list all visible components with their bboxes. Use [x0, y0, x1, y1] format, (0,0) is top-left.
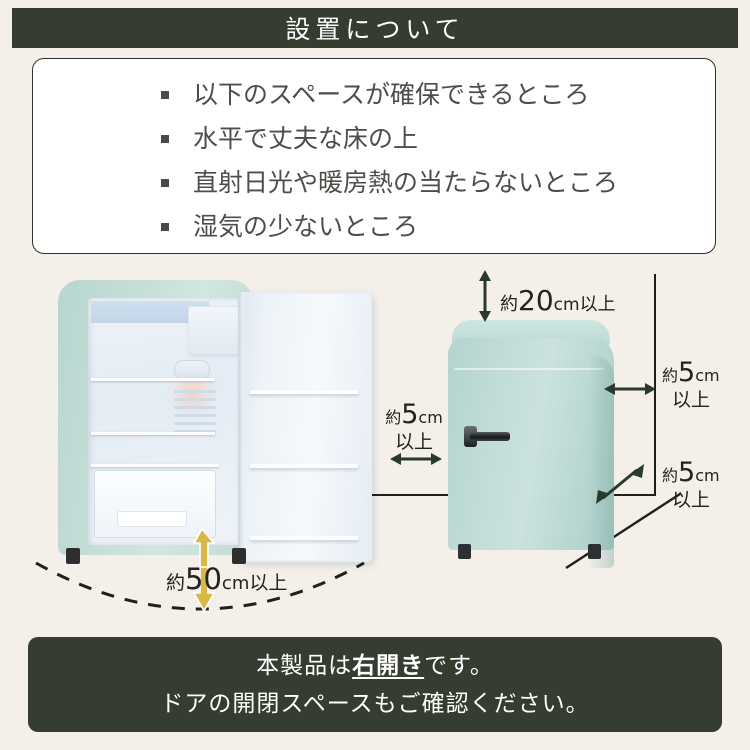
requirement-text: 直射日光や暖房熱の当たらないところ: [193, 168, 619, 197]
left-clearance-value: 5: [401, 399, 419, 430]
top-clearance-unit: cm: [553, 295, 580, 315]
refrigerator-closed-illustration: [448, 320, 614, 568]
left-clearance-unit: cm: [418, 408, 443, 427]
top-clearance-arrow-icon: [479, 270, 491, 322]
square-bullet-icon: [161, 179, 169, 187]
front-clearance-label: 約50cm以上: [166, 562, 287, 596]
square-bullet-icon: [161, 223, 169, 231]
left-clearance-suffix: 以上: [394, 431, 433, 453]
page-title: 設置について: [285, 15, 465, 44]
freezer-door-flap: [188, 306, 240, 354]
rear-clearance-value: 5: [678, 457, 696, 488]
footer-highlight-right-opening: 右開き: [352, 652, 425, 679]
fridge-body: [448, 338, 614, 568]
rear-clearance-unit: cm: [695, 466, 720, 485]
fridge-foot: [458, 544, 471, 559]
rear-clearance-label: 約5cm 以上: [662, 457, 742, 513]
clearance-diagram: 約20cm以上 約5cm 以上 約5cm 以上: [372, 262, 744, 622]
freezer-compartment: [91, 301, 209, 324]
left-clearance-label: 約5cm 以上: [374, 399, 454, 455]
right-clearance-suffix: 以上: [671, 389, 710, 411]
right-clearance-arrow-icon: [604, 383, 656, 395]
list-item: 水平で丈夫な床の上: [161, 119, 618, 163]
door-rack: [250, 536, 358, 540]
footer-text-before: 本製品は: [256, 652, 353, 679]
fridge-shelf: [91, 464, 219, 467]
door-seam: [454, 368, 604, 370]
list-item: 以下のスペースが確保できるところ: [161, 75, 618, 119]
front-clearance-arrow-icon: [192, 527, 216, 613]
front-clearance-value: 50: [185, 562, 222, 596]
footer-text-after: です。: [424, 652, 494, 679]
requirements-list: 以下のスペースが確保できるところ 水平で丈夫な床の上 直射日光や暖房熱の当たらな…: [161, 75, 618, 251]
fridge-foot: [232, 548, 246, 564]
left-clearance-prefix: 約: [385, 408, 402, 427]
illustration-area: 約50cm以上: [0, 262, 750, 622]
right-clearance-label: 約5cm 以上: [662, 357, 742, 413]
right-clearance-prefix: 約: [662, 366, 679, 385]
fridge-foot: [66, 548, 80, 564]
top-clearance-prefix: 約: [500, 294, 518, 315]
header-band: 設置について: [12, 8, 738, 48]
door-handle: [470, 432, 510, 441]
rear-clearance-suffix: 以上: [671, 489, 710, 511]
list-item: 湿気の少ないところ: [161, 207, 618, 251]
right-clearance-value: 5: [678, 357, 696, 388]
shelf-rails: [174, 390, 216, 438]
top-clearance-suffix: 以上: [579, 294, 616, 315]
right-clearance-unit: cm: [695, 366, 720, 385]
door-swing-arc-group: [35, 527, 365, 613]
footer-note-banner: 本製品は右開きです。 ドアの開閉スペースもご確認ください。: [28, 637, 722, 732]
fridge-shelf: [91, 378, 215, 381]
thermostat-knob: [174, 360, 210, 380]
fridge-shelf: [91, 432, 215, 435]
refrigerator-open-illustration: [58, 280, 372, 564]
footer-line-2: ドアの開閉スペースもご確認ください。: [160, 690, 590, 717]
requirement-text: 以下のスペースが確保できるところ: [193, 80, 590, 109]
door-edge: [238, 294, 244, 560]
fridge-foot: [588, 544, 601, 559]
rear-clearance-arrow-icon: [596, 464, 644, 504]
door-rack: [250, 464, 358, 468]
front-clearance-unit: cm: [221, 573, 250, 594]
front-clearance-prefix: 約: [166, 572, 186, 594]
list-item: 直射日光や暖房熱の当たらないところ: [161, 163, 618, 207]
crisper-drawer: [94, 470, 216, 538]
left-clearance-line1: 約5cm: [374, 399, 454, 430]
right-clearance-line1: 約5cm: [662, 357, 742, 388]
rear-clearance-prefix: 約: [662, 466, 679, 485]
requirement-text: 水平で丈夫な床の上: [193, 124, 419, 153]
fridge-open-door: [238, 292, 372, 562]
requirement-text: 湿気の少ないところ: [193, 212, 419, 241]
fridge-interior: [88, 298, 243, 545]
front-clearance-suffix: 以上: [249, 572, 288, 594]
top-clearance-value: 20: [518, 284, 554, 317]
footer-line-1: 本製品は右開きです。: [256, 647, 494, 685]
left-clearance-arrow-icon: [390, 453, 442, 465]
requirements-card: 以下のスペースが確保できるところ 水平で丈夫な床の上 直射日光や暖房熱の当たらな…: [32, 58, 716, 254]
door-swing-arc: [35, 561, 365, 611]
square-bullet-icon: [161, 135, 169, 143]
door-rack: [250, 390, 358, 394]
floor-diagonal-line: [565, 492, 681, 570]
drawer-handle: [117, 511, 187, 527]
top-clearance-label: 約20cm以上: [500, 284, 616, 317]
open-door-diagram: 約50cm以上: [35, 272, 372, 622]
rear-clearance-line1: 約5cm: [662, 457, 742, 488]
wall-vertical-line: [654, 274, 657, 496]
square-bullet-icon: [161, 91, 169, 99]
